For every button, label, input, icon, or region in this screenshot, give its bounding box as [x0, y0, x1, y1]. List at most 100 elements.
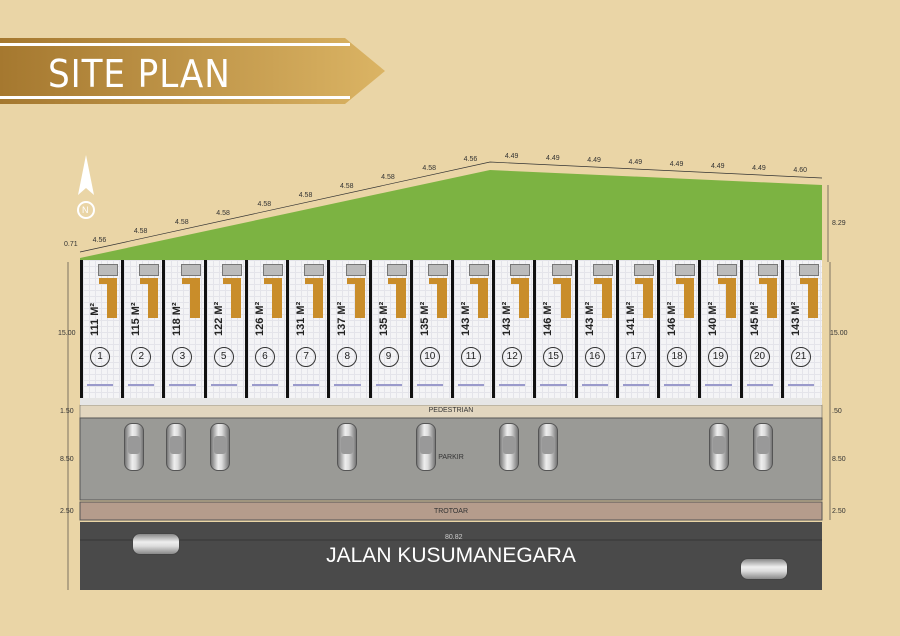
parkir-label: PARKIR — [438, 454, 464, 461]
top-dimension: 4.49 — [504, 153, 519, 161]
top-dimension: 4.58 — [422, 165, 436, 173]
title-banner — [0, 38, 385, 104]
unit-door — [787, 384, 814, 386]
unit-door — [705, 384, 732, 386]
unit-number: 5 — [213, 347, 234, 367]
unit-door — [458, 384, 485, 386]
top-dimension: 4.49 — [669, 161, 684, 169]
stair-icon — [272, 278, 283, 318]
unit-door — [169, 384, 196, 386]
dim-green-depth: 8.29 — [832, 220, 846, 227]
stair-landing — [717, 278, 736, 284]
unit-door — [334, 384, 361, 386]
unit-door — [581, 384, 608, 386]
unit-number: 3 — [172, 347, 193, 367]
parked-car-icon — [416, 423, 436, 471]
unit-lot: 143 M² 16 — [574, 260, 616, 398]
unit-area: 145 M² — [748, 301, 761, 336]
top-dimension: 4.56 — [92, 237, 107, 245]
top-dimension: 4.58 — [133, 228, 148, 236]
parked-car-icon — [337, 423, 357, 471]
unit-area: 143 M² — [460, 301, 472, 336]
unit-lot: 145 M² 20 — [739, 260, 781, 398]
unit-area: 126 M² — [253, 301, 266, 336]
unit-number: 11 — [461, 347, 481, 367]
stair-landing — [99, 278, 118, 284]
stair-icon — [807, 278, 818, 318]
unit-door — [416, 384, 443, 386]
trotoar-label: TROTOAR — [433, 508, 469, 515]
trotoar-strip — [79, 501, 823, 521]
kitchen-icon — [757, 264, 778, 276]
unit-door — [293, 384, 320, 386]
pedestrian-label: PEDESTRIAN — [428, 407, 474, 414]
stair-landing — [511, 278, 530, 284]
dim-trotoar-right: 2.50 — [832, 508, 846, 515]
unit-door — [746, 384, 773, 386]
kitchen-icon — [386, 264, 407, 276]
unit-door — [622, 384, 650, 386]
unit-number: 1 — [90, 347, 110, 367]
dim-pedestrian-left: 1.50 — [60, 408, 74, 415]
unit-lot: 143 M² 11 — [451, 260, 493, 398]
top-dimension: 4.49 — [752, 165, 766, 173]
road-name: JALAN KUSUMANEGARA — [326, 544, 576, 567]
unit-area: 143 M² — [583, 301, 596, 336]
unit-door — [499, 384, 526, 386]
kitchen-icon — [345, 264, 366, 276]
unit-door — [375, 384, 402, 386]
unit-number: 7 — [296, 347, 317, 367]
unit-door — [128, 384, 155, 386]
unit-number: 19 — [708, 347, 729, 367]
unit-door — [540, 384, 567, 386]
stair-landing — [222, 278, 241, 284]
stair-landing — [181, 278, 200, 284]
stair-landing — [799, 278, 818, 284]
stair-landing — [676, 278, 695, 284]
dim-unit-depth-right: 15.00 — [830, 330, 848, 337]
stair-landing — [346, 278, 365, 284]
unit-number: 16 — [584, 347, 605, 367]
north-arrow-icon — [77, 155, 95, 219]
stair-icon — [107, 278, 118, 318]
unit-area: 146 M² — [542, 301, 555, 336]
top-dimension: 4.49 — [628, 159, 643, 167]
unit-area: 141 M² — [624, 301, 637, 336]
page-title: SITE PLAN — [48, 52, 231, 96]
kitchen-icon — [716, 264, 737, 276]
unit-area: 131 M² — [295, 301, 308, 336]
top-dimension: 4.56 — [463, 156, 478, 164]
stair-landing — [470, 278, 489, 284]
kitchen-icon — [798, 264, 819, 276]
unit-number: 20 — [749, 347, 770, 367]
parked-car-icon — [210, 423, 230, 471]
top-dimension: 4.60 — [793, 167, 807, 174]
stair-icon — [478, 278, 489, 318]
unit-door — [251, 384, 279, 386]
stair-icon — [643, 278, 654, 318]
stair-icon — [725, 278, 736, 318]
top-dimension: 4.58 — [298, 192, 313, 200]
top-dimension-line — [79, 161, 823, 253]
kitchen-icon — [180, 264, 201, 276]
dim-parkir-left: 8.50 — [60, 456, 74, 463]
dim-pedestrian-right: .50 — [832, 408, 842, 415]
top-dimension: 4.58 — [216, 210, 230, 218]
parking-area — [79, 417, 823, 501]
top-dimension: 4.58 — [339, 183, 354, 191]
kitchen-icon — [427, 264, 448, 276]
stair-icon — [519, 278, 530, 318]
unit-lot: 131 M² 7 — [286, 260, 328, 398]
parked-car-icon — [499, 423, 519, 471]
top-dimension: 4.49 — [710, 163, 725, 171]
stair-icon — [560, 278, 571, 318]
kitchen-icon — [510, 264, 531, 276]
